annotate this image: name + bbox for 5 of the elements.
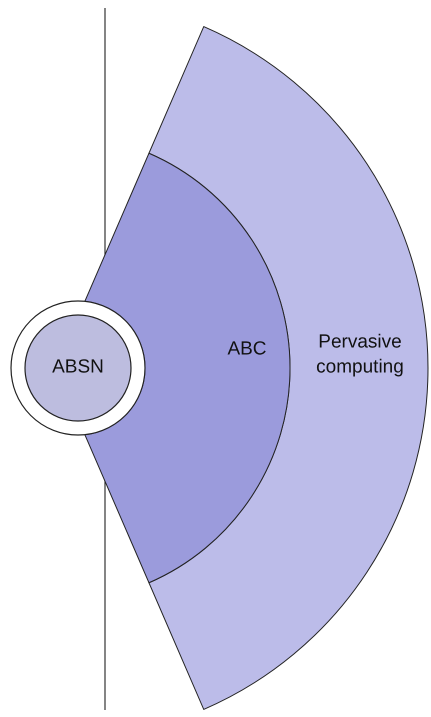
sector-band xyxy=(148,26,428,710)
region-label: Pervasive computing xyxy=(315,330,405,379)
ring-circle xyxy=(10,300,146,436)
region-label: ABSN xyxy=(51,356,105,380)
region-label: ABC xyxy=(226,338,268,362)
